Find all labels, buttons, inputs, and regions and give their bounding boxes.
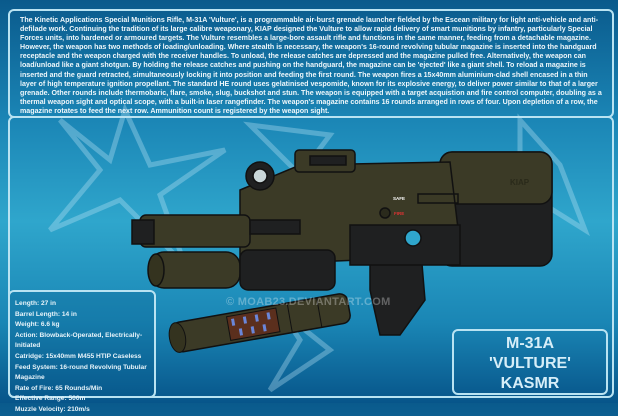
safe-marking: SAFE: [393, 196, 405, 201]
magazine-tube: [168, 293, 351, 353]
spec-muzzle-velocity: Muzzle Velocity: 210m/s: [15, 405, 90, 413]
spec-weight: Weight: 6.6 kg: [15, 321, 60, 329]
title-name: 'VULTURE': [489, 355, 571, 372]
title-type: KASMR: [500, 375, 560, 392]
description-panel: The Kinetic Applications Special Munitio…: [8, 9, 614, 118]
specs-panel: Length: 27 in Barrel Length: 14 in Weigh…: [8, 290, 156, 413]
spec-effective-range: Effective Range: 500m: [15, 395, 86, 403]
muzzle: [131, 219, 155, 245]
spec-feed-system: Feed System: 16-round Revolving Tubular …: [15, 363, 147, 382]
spec-rate-of-fire: Rate of Fire: 65 Rounds/Min: [15, 384, 103, 392]
watermark: © MOAB23.DEVIANTART.COM: [226, 296, 391, 308]
kiap-marking: KIAP: [510, 178, 530, 187]
title-panel: M-31A 'VULTURE' KASMR: [452, 329, 608, 395]
handguard: [239, 249, 336, 291]
spec-length: Length: 27 in: [15, 300, 57, 307]
fire-marking: FIRE: [394, 211, 404, 216]
spec-cartridge: Catridge: 15x40mm M455 HTIP Caseless: [15, 352, 142, 360]
selector-switch: [379, 207, 391, 219]
spec-barrel-length: Barrel Length: 14 in: [15, 310, 77, 318]
title-model: M-31A: [505, 335, 554, 352]
description-text: The Kinetic Applications Special Munitio…: [20, 16, 602, 115]
trigger-guard: [404, 229, 422, 247]
artwork: SAFE FIRE KIAP: [48, 102, 591, 393]
spec-action: Action: Blowback-Operated, Electrically-…: [15, 331, 143, 350]
weapon-illustration: [131, 149, 553, 336]
